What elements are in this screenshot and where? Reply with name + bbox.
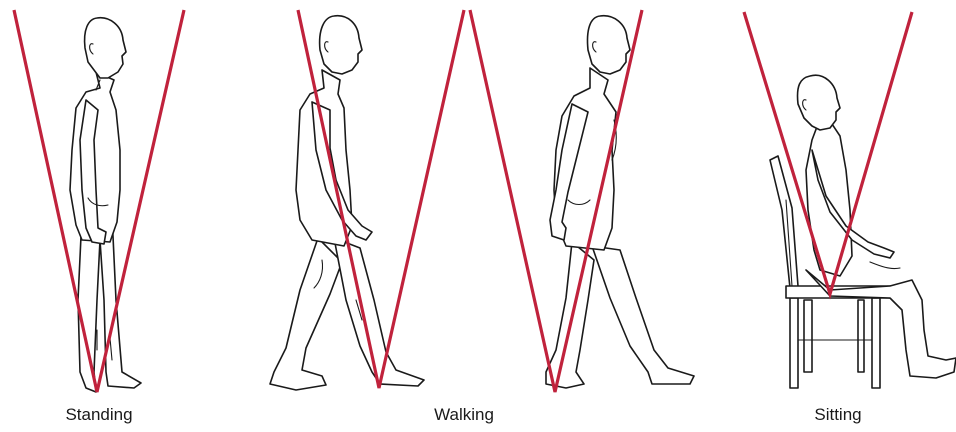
sitting-figure [770,75,956,388]
gravity-lines [14,10,912,392]
walking-figure-left [270,16,424,390]
caption-standing: Standing [65,405,132,425]
caption-sitting: Sitting [814,405,861,425]
caption-walking: Walking [434,405,494,425]
standing-figure [70,18,141,392]
